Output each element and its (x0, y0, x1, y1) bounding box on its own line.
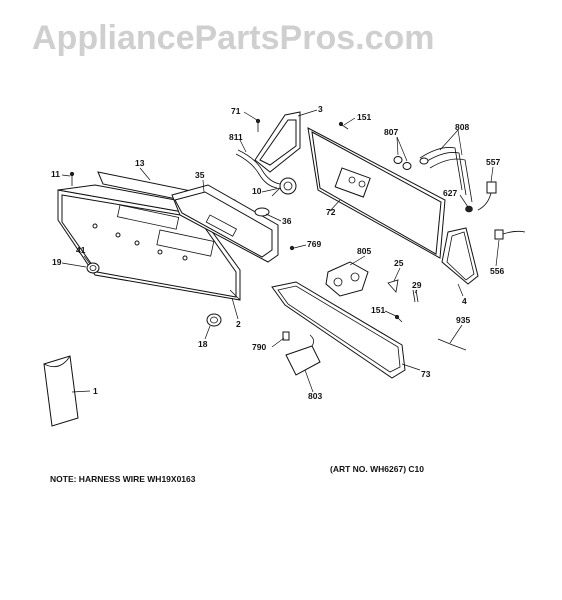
label-151-lower: 151 (371, 305, 385, 315)
clip-small-part (412, 289, 419, 303)
label-72: 72 (326, 207, 336, 217)
label-803: 803 (308, 391, 322, 401)
cord-part (494, 229, 526, 240)
screw-part (255, 118, 261, 132)
pressure-switch-part (271, 177, 297, 197)
bracket-part (254, 111, 301, 173)
label-18: 18 (198, 339, 208, 349)
label-29: 29 (412, 280, 422, 290)
knob-small-part (206, 313, 222, 327)
label-13: 13 (135, 158, 145, 168)
label-769: 769 (307, 239, 321, 249)
label-25: 25 (394, 258, 404, 268)
label-2: 2 (236, 319, 241, 329)
label-36: 36 (282, 216, 292, 226)
part-labels: 71 3 151 807 808 811 13 11 35 10 557 627… (51, 104, 504, 401)
label-557: 557 (486, 157, 500, 167)
small-bracket-part (282, 331, 290, 341)
hose-part (235, 149, 281, 189)
label-935: 935 (456, 315, 470, 325)
label-808: 808 (455, 122, 469, 132)
grommet-part (465, 205, 473, 213)
washer-part (393, 156, 412, 170)
clip-part (387, 279, 399, 293)
wire-part (437, 338, 467, 351)
label-10: 10 (252, 186, 262, 196)
end-cap-part (441, 227, 479, 285)
label-627: 627 (443, 188, 457, 198)
knob-part (86, 262, 100, 274)
leader-lines (61, 109, 500, 393)
label-35: 35 (195, 170, 205, 180)
watermark: AppliancePartsPros.com (32, 19, 434, 57)
label-3: 3 (318, 104, 323, 114)
trim-part (229, 289, 241, 301)
label-790: 790 (252, 342, 266, 352)
inlet-hose-part (419, 147, 473, 203)
label-811: 811 (229, 132, 243, 142)
label-73: 73 (421, 369, 431, 379)
art-number: (ART NO. WH6267) C10 (330, 464, 424, 474)
clip-769-part (289, 245, 295, 251)
label-11: 11 (51, 169, 60, 179)
control-board-part (171, 184, 279, 263)
screw-part (338, 121, 349, 130)
label-4: 4 (462, 296, 467, 306)
backsplash-panel-part (307, 127, 446, 259)
lower-panel-part (271, 281, 406, 379)
screw-11-part (69, 171, 75, 186)
harness-note: NOTE: HARNESS WIRE WH19X0163 (50, 474, 196, 484)
label-805: 805 (357, 246, 371, 256)
label-19: 19 (52, 257, 62, 267)
connector-part (254, 207, 270, 217)
label-1: 1 (93, 386, 98, 396)
power-cord-part (477, 181, 497, 211)
label-151-top: 151 (357, 112, 371, 122)
water-valve-part (325, 261, 369, 297)
label-41: 41 (76, 245, 86, 255)
screw-part (394, 314, 403, 323)
manual-document-part (43, 355, 79, 427)
label-556: 556 (490, 266, 504, 276)
dispenser-part (285, 334, 321, 376)
label-71: 71 (231, 106, 241, 116)
label-807: 807 (384, 127, 398, 137)
